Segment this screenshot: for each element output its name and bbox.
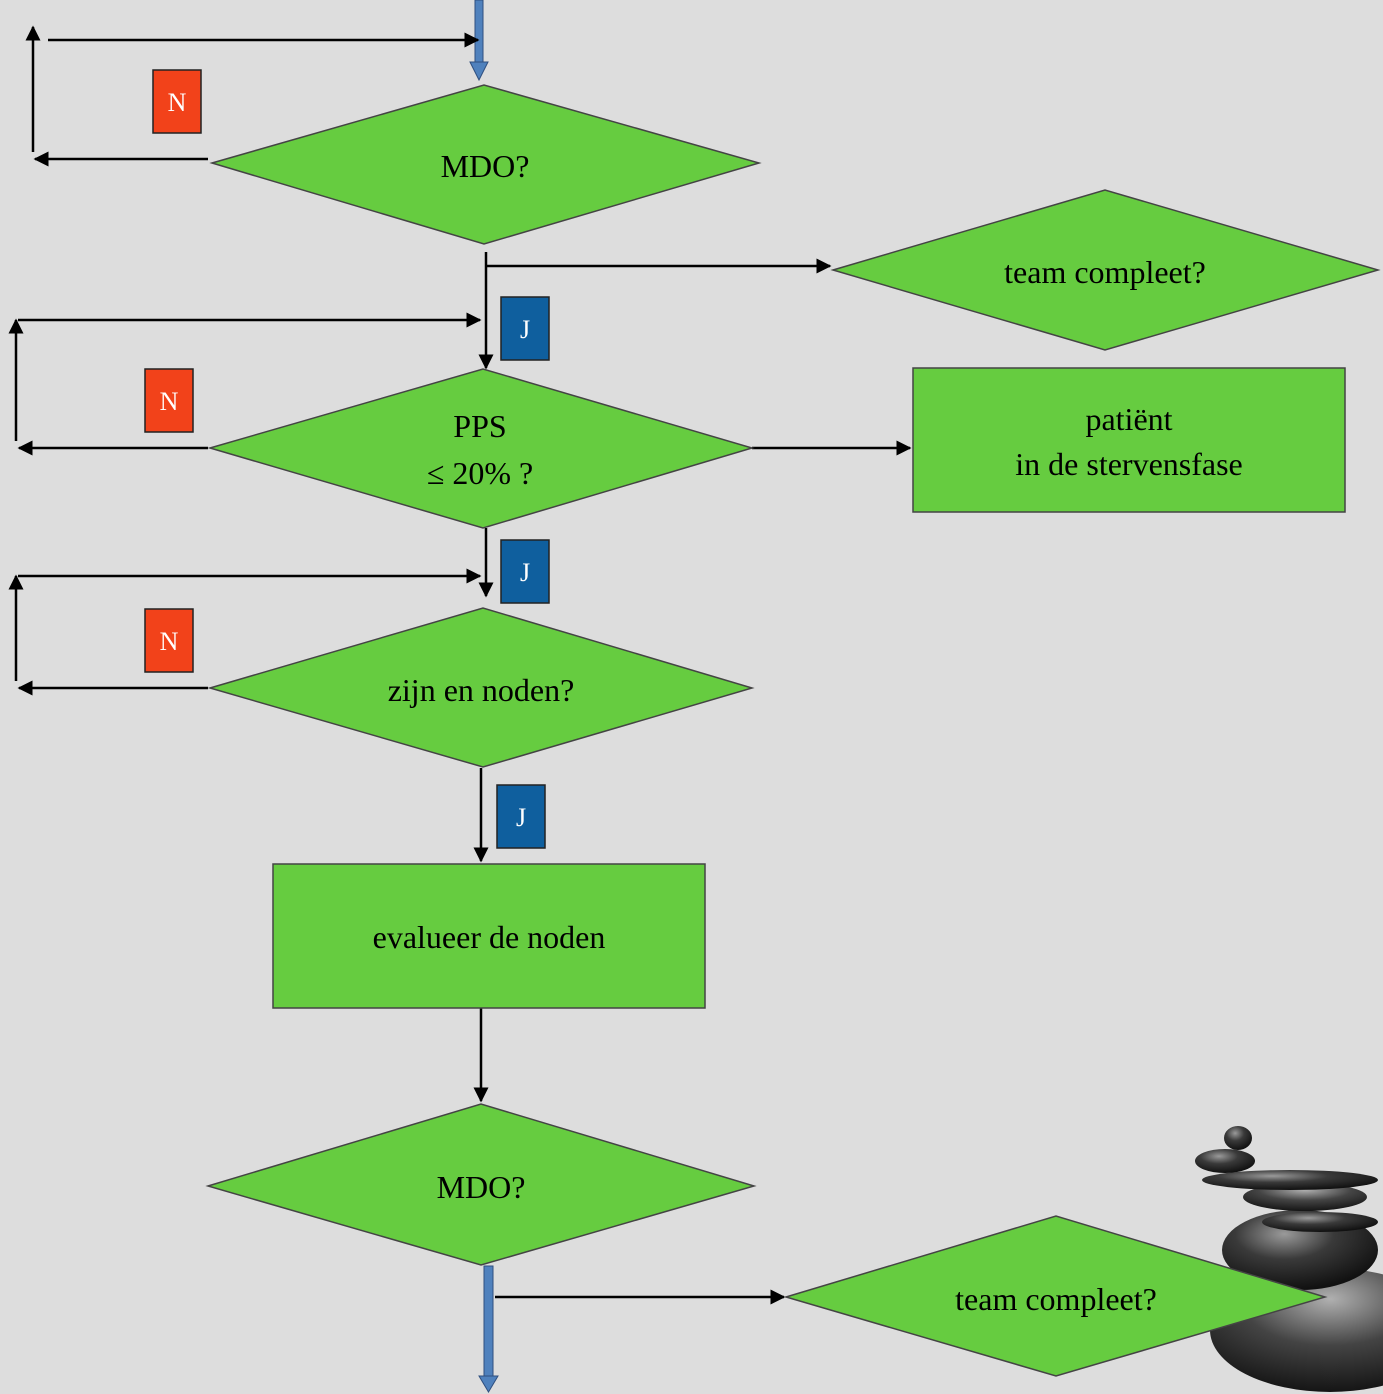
decision-mdo-1-label: MDO? [441,148,530,184]
decision-mdo-2-label: MDO? [437,1169,526,1205]
box-evalueer-de-noden: evalueer de noden [272,863,706,1009]
flow-arrow-bottom [478,1265,499,1393]
box-patient-label-line2: in de stervensfase [1015,446,1242,482]
badge-yes-zijn-text: J [516,803,526,832]
loop-mdo-1 [25,25,480,167]
badge-yes-pps: J [500,539,550,604]
badge-no-mdo-1-text: N [168,88,187,117]
badge-no-pps-text: N [160,387,179,416]
loop-zijn-en-noden [8,568,482,696]
decision-mdo-1: MDO? [209,84,762,245]
badge-no-zijn-en-noden: N [144,608,194,673]
badge-yes-pps-text: J [520,558,530,587]
decision-zijn-en-noden: zijn en noden? [207,607,755,768]
decision-team-compleet-2: team compleet? [783,1215,1328,1377]
balanced-stones-image [1195,1126,1383,1392]
badge-yes-mdo-1-text: J [520,315,530,344]
box-evalueer-label: evalueer de noden [373,919,606,955]
box-patient-label-line1: patiënt [1085,401,1172,437]
decision-team-compleet-2-label: team compleet? [955,1281,1157,1317]
decision-pps-label-line1: PPS [453,408,506,444]
badge-no-zijn-text: N [160,627,179,656]
box-patient-stervensfase: patiënt in de stervensfase [912,367,1346,513]
flow-arrow-top [469,0,489,82]
loop-pps [8,312,482,456]
badge-no-mdo-1: N [152,69,202,134]
badge-no-pps: N [144,368,194,433]
connector-mdo-1-down [478,252,832,370]
badge-yes-zijn-en-noden: J [496,784,546,849]
decision-team-compleet-1-label: team compleet? [1004,254,1206,290]
badge-yes-mdo-1: J [500,296,550,361]
decision-mdo-2: MDO? [205,1103,757,1266]
decision-team-compleet-1: team compleet? [830,189,1381,351]
decision-zijn-en-noden-label: zijn en noden? [388,672,575,708]
decision-pps-label-line2: ≤ 20% ? [427,455,533,491]
decision-pps: PPS ≤ 20% ? [207,368,755,529]
